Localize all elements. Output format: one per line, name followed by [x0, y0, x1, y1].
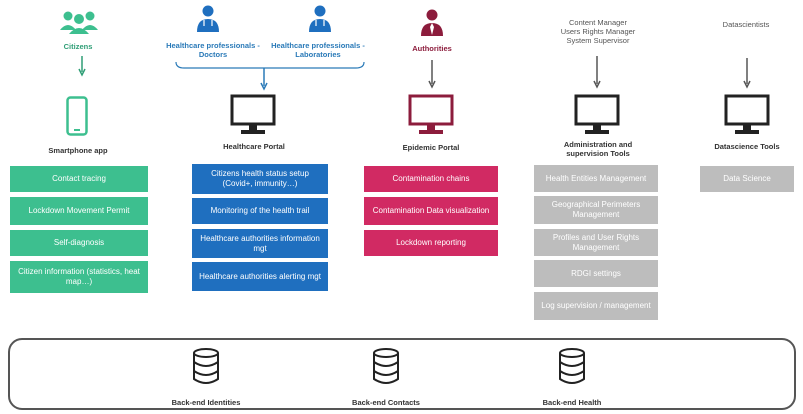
- doctor-icon: [197, 5, 219, 32]
- database-icon: [373, 348, 399, 384]
- role-citizens: Citizens: [63, 42, 93, 51]
- box-rdgi-settings: RDGI settings: [534, 260, 658, 287]
- laboratory-professional-icon: [309, 5, 331, 32]
- database-icon: [193, 348, 219, 384]
- box-lockdown-reporting: Lockdown reporting: [364, 230, 498, 256]
- bracket-arrow-icon: [175, 61, 365, 91]
- smartphone-icon: [66, 96, 88, 136]
- role-system-supervisor: System Supervisor: [566, 36, 630, 45]
- box-log-supervision: Log supervision / management: [534, 292, 658, 320]
- box-lockdown-permit: Lockdown Movement Permit: [10, 197, 148, 225]
- role-doctors: Healthcare professionals - Doctors: [166, 41, 260, 59]
- arrow-down-icon: [593, 56, 601, 89]
- box-health-entities: Health Entities Management: [534, 165, 658, 192]
- portal-admin-title: Administration and supervision Tools: [563, 140, 633, 158]
- role-laboratories: Healthcare professionals - Laboratories: [271, 41, 365, 59]
- box-self-diagnosis: Self-diagnosis: [10, 230, 148, 256]
- admin-monitor-icon: [574, 94, 620, 134]
- backend-health-label: Back-end Health: [542, 398, 602, 407]
- portal-healthcare-title: Healthcare Portal: [223, 142, 285, 151]
- box-contact-tracing: Contact tracing: [10, 166, 148, 192]
- role-users-rights-manager: Users Rights Manager: [560, 27, 636, 36]
- box-authorities-information: Healthcare authorities information mgt: [192, 229, 328, 258]
- portal-datascience-title: Datascience Tools: [714, 142, 780, 151]
- database-icon: [559, 348, 585, 384]
- backend-container: [8, 338, 796, 410]
- box-authorities-alerting: Healthcare authorities alerting mgt: [192, 262, 328, 291]
- healthcare-monitor-icon: [230, 94, 276, 134]
- arrow-down-icon: [78, 56, 86, 77]
- epidemic-monitor-icon: [408, 94, 454, 134]
- backend-contacts-label: Back-end Contacts: [352, 398, 420, 407]
- box-geographical-perimeters: Geographical Perimeters Management: [534, 196, 658, 224]
- box-citizen-information: Citizen information (statistics, heat ma…: [10, 261, 148, 293]
- datascience-monitor-icon: [724, 94, 770, 134]
- authority-person-icon: [421, 9, 443, 36]
- box-contamination-visualization: Contamination Data visualization: [364, 197, 498, 225]
- citizens-group-icon: [60, 11, 98, 34]
- box-health-trail-monitoring: Monitoring of the health trail: [192, 198, 328, 224]
- role-datascientists: Datascientists: [722, 20, 770, 29]
- backend-identities-label: Back-end Identities: [171, 398, 241, 407]
- role-content-manager: Content Manager: [569, 18, 627, 27]
- box-profiles-user-rights: Profiles and User Rights Management: [534, 229, 658, 256]
- arrow-down-icon: [743, 58, 751, 89]
- portal-smartphone-title: Smartphone app: [48, 146, 108, 155]
- role-authorities: Authorities: [412, 44, 452, 53]
- box-health-status-setup: Citizens health status setup (Covid+, im…: [192, 164, 328, 194]
- box-data-science: Data Science: [700, 166, 794, 192]
- portal-epidemic-title: Epidemic Portal: [402, 143, 460, 152]
- box-contamination-chains: Contamination chains: [364, 166, 498, 192]
- arrow-down-icon: [428, 60, 436, 89]
